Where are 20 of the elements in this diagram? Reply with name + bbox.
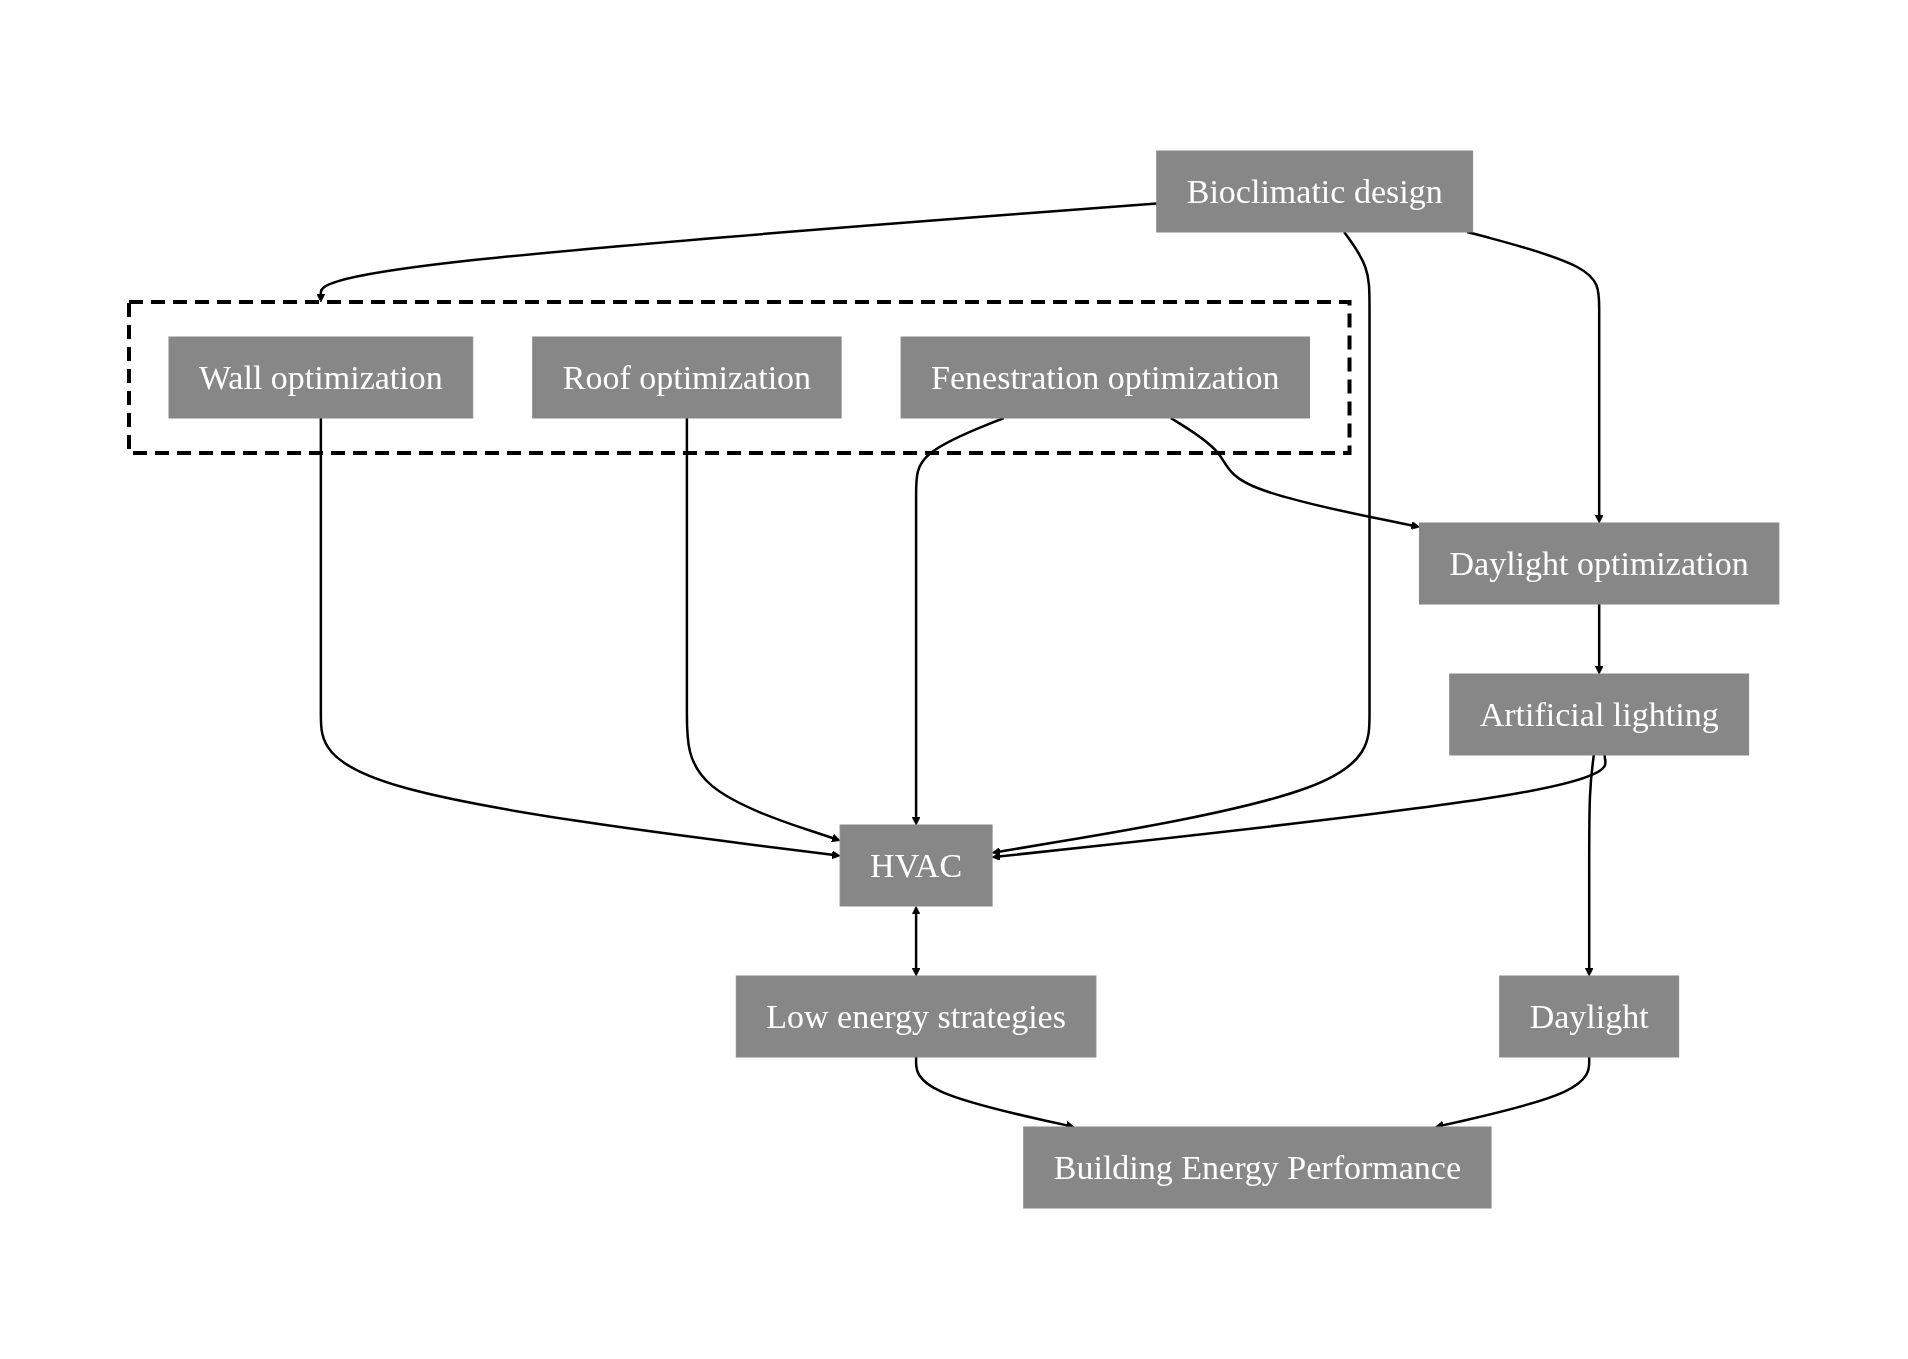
arrow: [991, 231, 1371, 856]
node-box: Fenestration optimization: [900, 336, 1311, 419]
arrow: [316, 202, 1157, 303]
node-box: HVAC: [839, 824, 993, 907]
arrow: [1467, 230, 1604, 524]
node-box: Daylight optimization: [1419, 522, 1780, 605]
arrow: [1584, 754, 1596, 977]
arrow: [911, 906, 921, 977]
arrow: [685, 418, 841, 843]
node-box: Low energy strategies: [735, 975, 1097, 1058]
node-box: Artificial lighting: [1449, 673, 1750, 756]
node-box: Roof optimization: [532, 336, 842, 419]
arrow: [319, 418, 841, 860]
node-box: Bioclimatic design: [1156, 150, 1474, 233]
arrow: [991, 754, 1607, 861]
arrow: [1594, 604, 1604, 675]
node-box: Wall optimization: [168, 336, 474, 419]
node-box: Building Energy Performance: [1023, 1126, 1492, 1209]
node-box: Daylight: [1499, 975, 1680, 1058]
cluster: [127, 300, 1352, 455]
